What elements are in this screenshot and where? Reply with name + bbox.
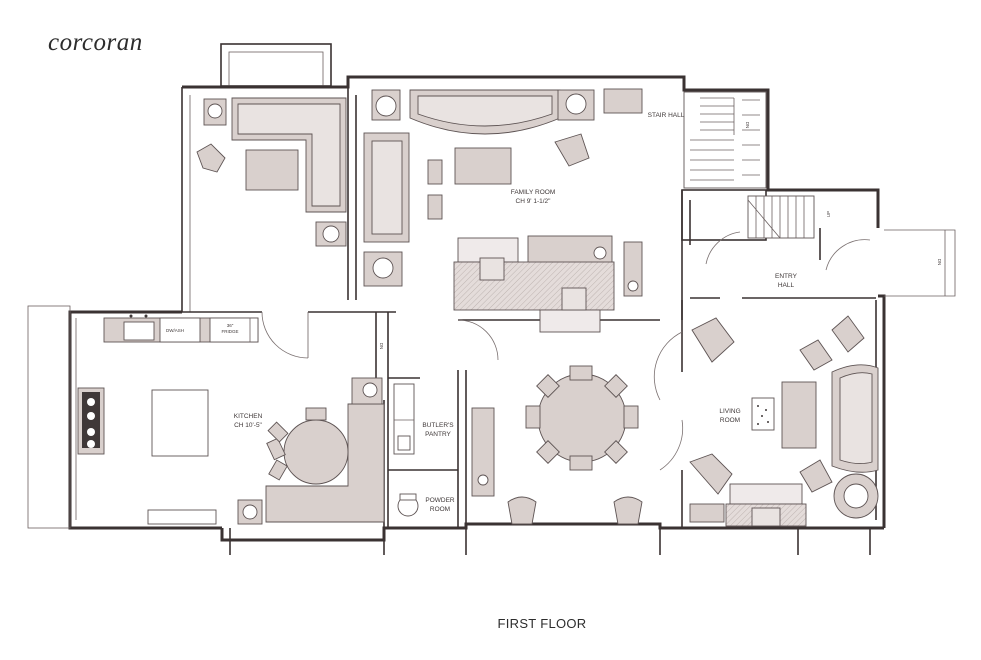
porch-dn-marker: DN: [937, 259, 942, 266]
living-room-label-1: LIVING: [719, 408, 740, 415]
kitchen-ceiling: CH 10'-5": [234, 422, 262, 429]
dishwasher-label: DW/ASH: [166, 328, 184, 333]
pantry-dn-marker: DN: [379, 343, 384, 350]
fridge-label: FRIDGE: [221, 329, 238, 334]
pantry-fixtures: [393, 383, 419, 517]
stair-dn-marker: DN: [745, 122, 750, 129]
brand-logo: corcoran: [48, 29, 143, 56]
kitchen-furniture: [77, 314, 385, 525]
room-labels: FAMILY ROOM CH 9' 1-1/2" STAIR HALL ENTR…: [166, 112, 942, 513]
door-swings: [261, 231, 871, 471]
central-fireplace: [453, 237, 615, 333]
powder-room-label-1: POWDER: [425, 497, 455, 504]
sunroom-furniture: [196, 97, 347, 247]
entry-hall-label-2: HALL: [778, 282, 795, 289]
dining-area: [471, 365, 643, 525]
family-room-label: FAMILY ROOM: [511, 189, 556, 196]
kitchen-label: KITCHEN: [234, 413, 263, 420]
living-room-furniture: [689, 315, 879, 527]
living-room-label-2: ROOM: [720, 417, 740, 424]
butlers-pantry-label-1: BUTLER'S: [422, 422, 454, 429]
family-room-furniture: [363, 88, 643, 297]
entry-hall-label-1: ENTRY: [775, 273, 798, 280]
floor-title: FIRST FLOOR: [497, 616, 586, 631]
fridge-size-label: 36": [227, 323, 234, 328]
butlers-pantry-label-2: PANTRY: [425, 431, 451, 438]
exterior-walls: [27, 43, 956, 555]
stair-up-marker: UP: [826, 211, 831, 217]
powder-room-label-2: ROOM: [430, 506, 450, 513]
family-room-ceiling: CH 9' 1-1/2": [516, 198, 552, 205]
staircase: DN UP: [683, 91, 831, 239]
stair-hall-label: STAIR HALL: [648, 112, 685, 119]
